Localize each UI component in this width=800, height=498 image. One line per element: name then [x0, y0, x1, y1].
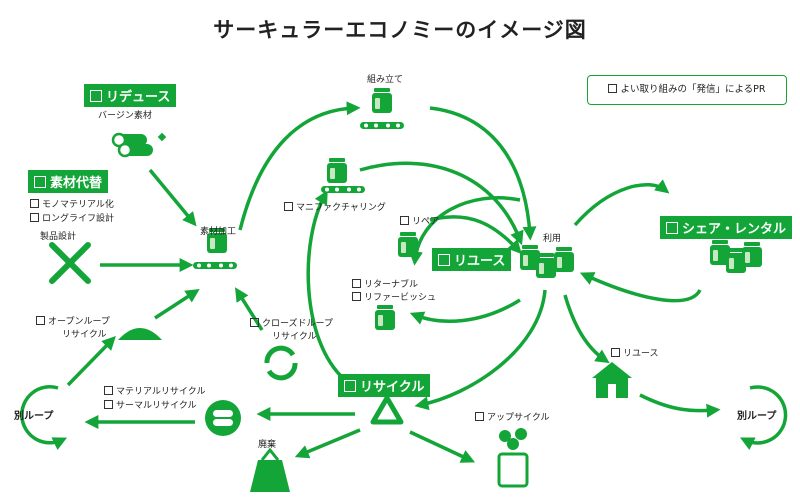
box-recycle: リサイクル — [338, 374, 431, 397]
arrow-reuse-loop-bottom — [409, 298, 521, 325]
arrow-loop-to-pile — [66, 335, 116, 387]
checkbox-icon — [104, 386, 113, 395]
arrow-manufacturing-to-use — [359, 161, 524, 246]
checkbox-icon — [608, 84, 618, 93]
arrow-house-to-other-loop — [639, 393, 721, 418]
label-virgin: バージン素材 — [98, 111, 152, 121]
checkbox-icon — [666, 222, 678, 234]
label-waste: 廃棄 — [258, 440, 277, 450]
label-assembly: 組み立て — [367, 75, 404, 85]
assembly-jar-icon — [360, 88, 404, 129]
checkbox-icon — [34, 176, 46, 188]
label-thermal: サーマルリサイクル — [104, 398, 197, 411]
other-loop-right-circle — [739, 385, 788, 451]
checkbox-icon — [284, 202, 293, 211]
label-closed-loop-2: リサイクル — [272, 332, 317, 342]
checkbox-icon — [90, 90, 102, 102]
arrow-use-to-recycle — [414, 289, 547, 411]
arrow-processing-to-assembly — [238, 101, 361, 231]
manufacturing-jar-icon — [321, 158, 365, 193]
arrows — [66, 101, 721, 463]
label-returnable: リターナブル — [352, 277, 418, 290]
checkbox-icon — [400, 216, 409, 225]
pile-icon — [118, 328, 162, 340]
label-manufacturing: マニファクチャリング — [284, 200, 386, 213]
cycle-arrows-icon — [264, 345, 298, 381]
box-reduce-label: リデュース — [106, 90, 171, 105]
checkbox-icon — [352, 292, 361, 301]
checkbox-icon — [30, 199, 39, 208]
checkbox-icon — [611, 348, 620, 357]
arrow-recycle-to-waste — [294, 428, 361, 459]
arrow-share-to-use — [579, 272, 702, 303]
box-recycle-label: リサイクル — [360, 380, 425, 395]
repair-jar-icon — [398, 232, 418, 257]
label-mono: モノマテリアル化 — [30, 197, 114, 210]
label-use: 利用 — [543, 234, 562, 244]
wood-logs-icon — [111, 132, 167, 158]
box-reuse: リユース — [432, 248, 512, 271]
checkbox-icon — [30, 213, 39, 222]
use-jars-icon — [520, 245, 574, 278]
checkbox-icon — [36, 316, 45, 325]
checkbox-icon — [250, 318, 259, 327]
arrow-pile-to-processing — [154, 288, 200, 320]
arrow-use-to-share — [573, 179, 670, 227]
page-title: サーキュラーエコノミーのイメージ図 — [213, 18, 587, 42]
box-share: シェア・レンタル — [660, 216, 793, 239]
house-icon — [592, 362, 632, 398]
box-reuse-label: リユース — [454, 254, 506, 269]
flower-jar-icon — [497, 428, 529, 488]
arrow-virgin-to-processing — [148, 168, 197, 227]
label-open-loop-2: リサイクル — [62, 330, 107, 340]
arrow-recycle-to-manufacturing — [306, 190, 347, 382]
checkbox-icon — [104, 400, 113, 409]
arrow-assembly-to-use — [429, 106, 537, 241]
arrow-use-to-house — [563, 294, 610, 364]
label-other-loop-left: 別ループ — [14, 411, 54, 422]
label-open-loop: オープンループ — [36, 314, 110, 327]
checkbox-icon — [352, 279, 361, 288]
checkbox-icon — [438, 254, 450, 266]
label-repair: リペア — [400, 214, 439, 227]
label-upcycle: アップサイクル — [475, 410, 550, 423]
label-other-loop-right: 別ループ — [737, 411, 777, 422]
bag-icon — [250, 447, 290, 492]
other-loop-left-circle — [20, 385, 68, 450]
checkbox-icon — [475, 412, 484, 421]
checkbox-icon — [344, 380, 356, 392]
recycle-icon — [370, 395, 404, 425]
returnable-jar-icon — [375, 305, 395, 330]
label-reuse-small: リユース — [611, 346, 659, 359]
box-substitute-label: 素材代替 — [50, 176, 103, 191]
label-closed-loop: クローズドループ — [250, 316, 333, 329]
arrow-reuse-loop-top — [408, 196, 521, 266]
label-processing: 素材加工 — [200, 227, 237, 237]
arrow-repair-to-use — [429, 215, 522, 255]
pr-note-box: よい取り組みの「発信」によるPR — [587, 75, 787, 105]
label-refill: リファービッシュ — [352, 290, 436, 303]
tools-icon — [49, 242, 91, 284]
label-product-design: 製品設計 — [40, 232, 77, 242]
box-substitute: 素材代替 — [28, 170, 109, 193]
label-material: マテリアルリサイクル — [104, 384, 205, 397]
pr-note-text: よい取り組みの「発信」によるPR — [620, 84, 766, 95]
label-longlife: ロングライフ設計 — [30, 211, 114, 224]
recycle-logs-icon — [205, 400, 241, 436]
share-jars-icon — [710, 240, 762, 273]
arrow-recycle-to-upcycle — [409, 430, 476, 463]
box-reduce: リデュース — [84, 84, 177, 107]
box-share-label: シェア・レンタル — [682, 222, 787, 237]
